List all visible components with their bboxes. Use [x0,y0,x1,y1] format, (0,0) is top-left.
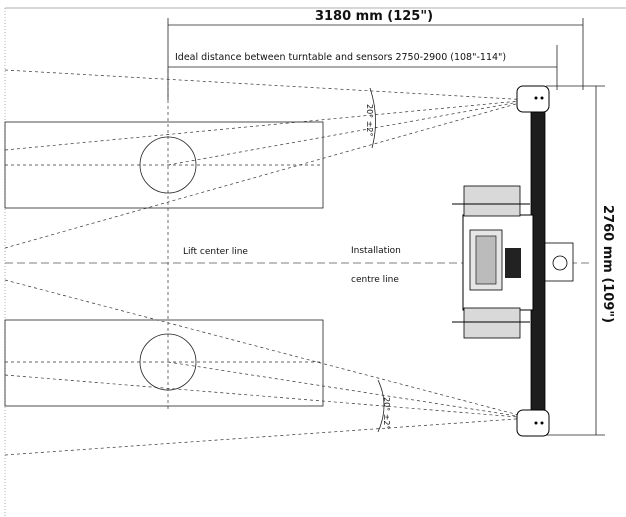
overall-length-label: 3180 mm (125") [315,9,433,24]
lower-turntable [139,333,197,391]
lift-center-line-label: Lift center line [183,247,248,257]
ideal-distance-dimension: Ideal distance between turntable and sen… [168,45,558,90]
upper-sight-lines [4,69,531,249]
width-dimension: 2760 mm (109") [546,85,615,436]
centre-line-label: centre line [351,275,399,285]
overall-length-dimension: 3180 mm (125") [167,9,584,100]
lower-turntable-runway [4,319,324,407]
sensor-beam [516,85,550,437]
aligner-cabinet [452,185,574,339]
frame [4,7,626,517]
installation-label: Installation [351,246,401,256]
width-label: 2760 mm (109") [600,205,615,323]
lower-angle-label: 20° ±2° [382,397,391,430]
lower-sight-lines [4,279,531,456]
upper-angle-label: 20° ±2° [365,104,374,137]
upper-turntable [139,136,197,194]
ideal-distance-label: Ideal distance between turntable and sen… [175,52,506,63]
